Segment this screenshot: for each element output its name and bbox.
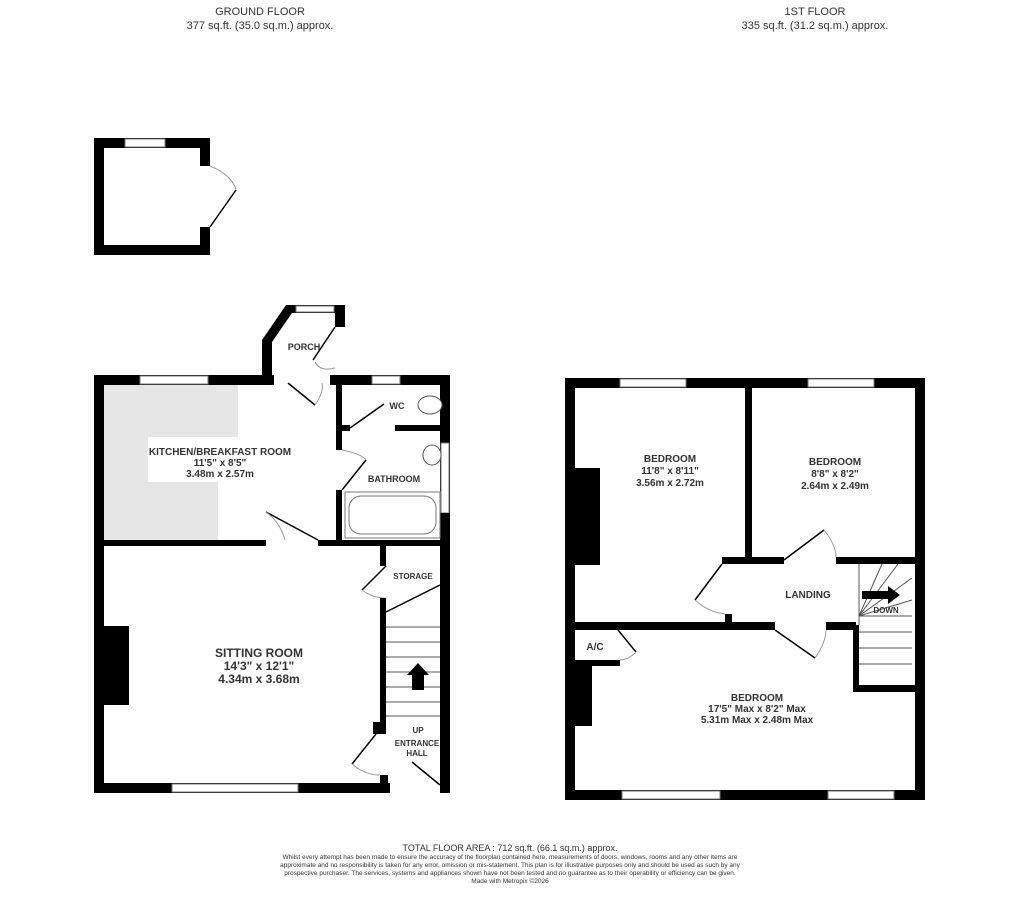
sitting-name: SITTING ROOM [215, 646, 303, 660]
bedroom-2-name: BEDROOM [809, 457, 861, 468]
bedroom-2-imperial: 8'8" x 8'2" [811, 469, 859, 480]
porch-label: PORCH [288, 342, 321, 352]
ground-floor-header: GROUND FLOOR 377 sq.ft. (35.0 sq.m.) app… [160, 5, 360, 33]
bedroom-2-metric: 2.64m x 2.49m [801, 481, 869, 492]
total-floor-area: TOTAL FLOOR AREA : 712 sq.ft. (66.1 sq.m… [402, 843, 618, 853]
bedroom-1-imperial: 11'8" x 8'11" [641, 466, 699, 477]
bedroom-1-name: BEDROOM [644, 454, 696, 465]
kitchen-metric: 3.48m x 2.57m [186, 469, 254, 480]
ac-label: A/C [586, 642, 603, 653]
storage-label: STORAGE [393, 572, 433, 581]
up-label: UP [412, 726, 424, 735]
stairs-up-arrow [407, 663, 429, 690]
bedroom-3-name: BEDROOM [731, 693, 783, 704]
sitting-room-label: SITTING ROOM 14'3" x 12'1" 4.34m x 3.68m [215, 646, 303, 686]
kitchen-name: KITCHEN/BREAKFAST ROOM [149, 447, 291, 458]
stairs-down-arrow [862, 586, 900, 604]
ground-floor-title: GROUND FLOOR [215, 6, 305, 18]
down-label: DOWN [873, 606, 899, 615]
footer: TOTAL FLOOR AREA : 712 sq.ft. (66.1 sq.m… [270, 843, 750, 886]
ground-floor-area: 377 sq.ft. (35.0 sq.m.) approx. [186, 20, 334, 32]
ground-stairs [386, 626, 440, 717]
bedroom-1-metric: 3.56m x 2.72m [636, 478, 704, 489]
wc-label: WC [390, 401, 405, 411]
entrance-label-2: HALL [406, 749, 427, 758]
first-floor-stairs [858, 563, 913, 665]
bedroom-2-label: BEDROOM 8'8" x 8'2" 2.64m x 2.49m [801, 457, 869, 492]
landing-label: LANDING [785, 590, 831, 601]
first-floor-header: 1ST FLOOR 335 sq.ft. (31.2 sq.m.) approx… [690, 5, 940, 33]
bedroom-3-label: BEDROOM 17'5" Max x 8'2" Max 5.31m Max x… [701, 693, 814, 726]
kitchen-imperial: 11'5" x 8'5" [194, 458, 247, 469]
ground-floor-plan [94, 305, 450, 793]
kitchen-label: KITCHEN/BREAKFAST ROOM 11'5" x 8'5" 3.48… [149, 447, 291, 480]
sitting-metric: 4.34m x 3.68m [218, 672, 299, 686]
first-floor-title: 1ST FLOOR [784, 6, 846, 18]
first-floor-area: 335 sq.ft. (31.2 sq.m.) approx. [741, 20, 889, 32]
first-floor-plan [565, 378, 925, 800]
entrance-label-1: ENTRANCE [395, 739, 440, 748]
bedroom-3-imperial: 17'5" Max x 8'2" Max [708, 704, 806, 715]
disclaimer: Whilst every attempt has been made to en… [280, 854, 740, 877]
credit: Made with Metropix ©2026 [471, 878, 549, 885]
bathroom-label: BATHROOM [368, 474, 420, 484]
outbuilding [94, 138, 237, 255]
bedroom-1-label: BEDROOM 11'8" x 8'11" 3.56m x 2.72m [636, 454, 704, 489]
sitting-imperial: 14'3" x 12'1" [224, 659, 294, 673]
bedroom-3-metric: 5.31m Max x 2.48m Max [701, 715, 814, 726]
